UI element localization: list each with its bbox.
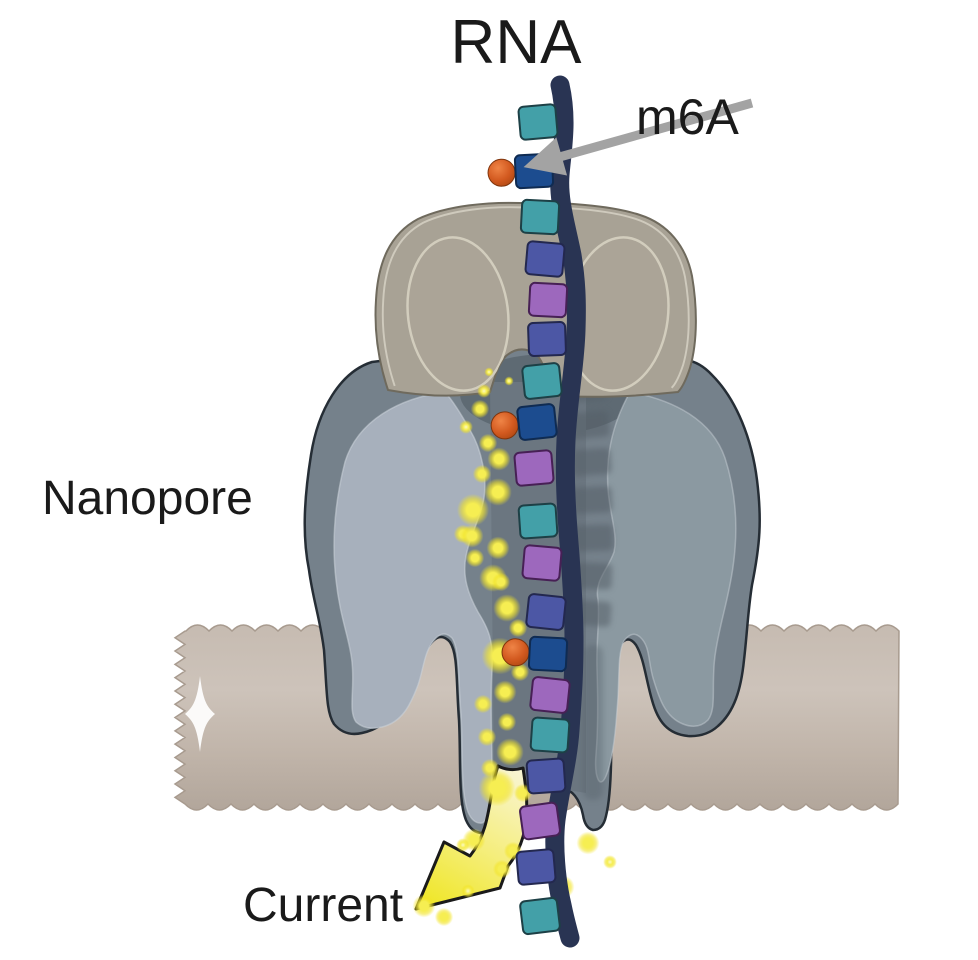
ion-dot	[459, 420, 473, 434]
nucleotide-block	[527, 635, 569, 673]
nucleotide	[515, 848, 557, 886]
pore-lobe-left	[333, 391, 494, 824]
nucleotide-block	[525, 593, 567, 631]
nucleotide	[519, 198, 561, 236]
nucleotide-block	[516, 403, 558, 441]
ion-dot-core	[486, 764, 494, 772]
ion-dot-core	[492, 486, 504, 498]
ion-dot-core	[440, 913, 448, 921]
ion-dot-core	[498, 865, 506, 873]
nucleotide-block	[524, 240, 566, 278]
nucleotide	[513, 449, 555, 487]
ion-dot-core	[504, 746, 516, 758]
nucleotide	[519, 801, 561, 841]
nucleotide	[529, 716, 571, 754]
nucleotide-block	[513, 449, 555, 487]
nucleotide	[519, 896, 561, 936]
nucleotide-block	[527, 321, 567, 357]
ion-dot-core	[469, 835, 479, 845]
rna-label: RNA	[451, 8, 583, 77]
ion-dot-core	[509, 847, 517, 855]
ion-dot-core	[497, 578, 505, 586]
ion-dot-core	[516, 668, 524, 676]
ion-dot	[456, 838, 470, 852]
nanopore-label: Nanopore	[42, 472, 253, 525]
nucleotide-block	[527, 281, 569, 319]
nucleotide	[490, 403, 558, 441]
nucleotide	[529, 676, 571, 714]
ion-dot-core	[478, 470, 486, 478]
nucleotide-block	[529, 676, 571, 714]
nucleotide	[527, 321, 567, 357]
ion-dot-core	[484, 439, 492, 447]
ion-dot-core	[479, 700, 487, 708]
m6a-label: m6A	[636, 89, 739, 145]
nucleotide-block	[517, 103, 559, 141]
ion-dot-core	[503, 718, 511, 726]
ion-dot-core	[514, 624, 522, 632]
membrane-sparkle-icon	[185, 676, 215, 752]
ion-dot-core	[489, 780, 505, 796]
ion-dot	[484, 367, 494, 377]
ion-dot	[477, 384, 491, 398]
nucleotide-block	[519, 801, 561, 841]
ion-dot-core	[471, 554, 479, 562]
ion-dot-core	[519, 789, 527, 797]
ion-dot-core	[583, 838, 593, 848]
nucleotide-block	[519, 896, 561, 936]
nucleotide	[521, 362, 563, 400]
ion-dot-core	[467, 531, 477, 541]
nucleotide-block	[517, 502, 559, 540]
ion-dot-core	[501, 602, 513, 614]
ion-dot-core	[500, 687, 510, 697]
nucleotide-block	[529, 716, 571, 754]
ion-dot-core	[493, 543, 503, 553]
ion-dot-core	[466, 503, 480, 517]
nucleotide-block	[513, 152, 555, 190]
rna-strand	[487, 75, 586, 948]
nucleotide	[524, 240, 566, 278]
nucleotide-block	[521, 544, 563, 582]
current-label: Current	[243, 879, 403, 932]
nucleotide	[517, 103, 559, 141]
nucleotide-block	[525, 757, 567, 795]
ion-dot	[504, 376, 514, 386]
nucleotide-block	[519, 198, 561, 236]
nucleotide-block	[515, 848, 557, 886]
nucleotide	[527, 281, 569, 319]
nucleotide	[501, 635, 569, 673]
ion-dot-core	[419, 901, 429, 911]
m6a-pointer-arrow	[523, 98, 754, 176]
nucleotide-block	[521, 362, 563, 400]
nucleotide	[517, 502, 559, 540]
ion-dot	[603, 855, 617, 869]
nucleotide-blocks	[487, 103, 571, 936]
nucleotide	[525, 593, 567, 631]
ion-dots	[412, 367, 617, 927]
ion-dot	[461, 884, 475, 898]
nucleotide	[525, 757, 567, 795]
ion-dot-core	[494, 454, 504, 464]
ion-dot-core	[476, 405, 484, 413]
nucleotide	[521, 544, 563, 582]
ion-dot-core	[483, 733, 491, 741]
motor-lobe-left	[406, 236, 510, 392]
